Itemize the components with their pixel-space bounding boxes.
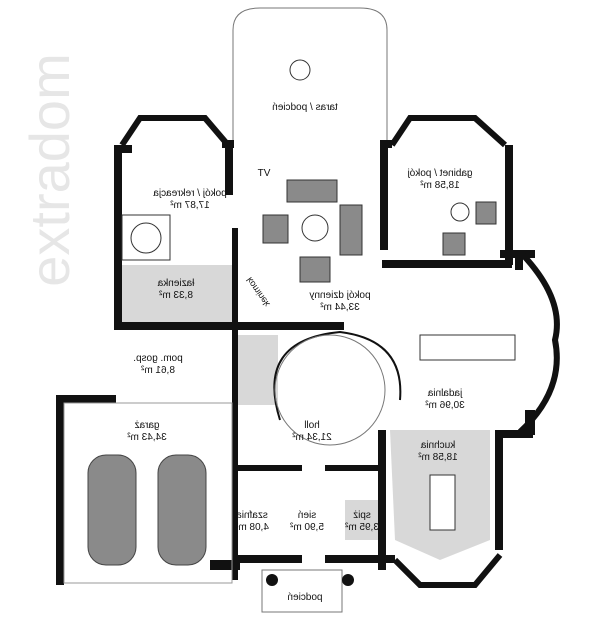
tables [121,59,516,531]
furniture [262,179,497,283]
porch-outline [261,569,343,613]
bathroom-floor [122,265,232,327]
wc-floor [238,335,278,405]
spiral-stairs [273,330,402,421]
terrace-outline [232,7,388,140]
column [266,574,278,586]
walls [56,140,535,585]
column [342,574,354,586]
room-label-gosp: pom. gosp.8,61 m² [133,353,183,376]
room-label-taras: taras / podcień [272,102,338,113]
tv-label: TV [257,168,271,179]
garage-outline [63,402,233,584]
watermark: extradom [18,53,81,287]
cars [87,454,207,566]
stairs-outline [274,334,386,446]
room-label-podcien: podcień [287,592,323,603]
bay-windows [119,115,560,588]
